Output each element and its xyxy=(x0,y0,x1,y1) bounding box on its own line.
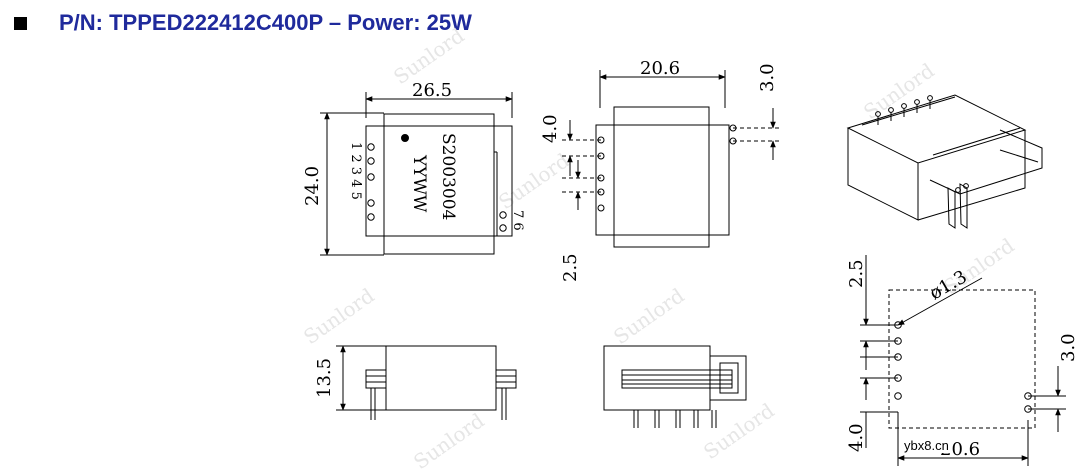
watermarks: Sunlord Sunlord Sunlord Sunlord Sunlord … xyxy=(299,23,1019,474)
side-width-label: 20.6 xyxy=(640,58,680,79)
date-code: YYWW xyxy=(409,154,429,213)
footprint-bottom-offset-label: 4.0 xyxy=(846,423,867,452)
watermark: Sunlord xyxy=(299,283,379,349)
side-view xyxy=(562,70,780,248)
footprint-pitch-label: 2.5 xyxy=(846,259,867,288)
3d-view xyxy=(846,94,1043,229)
square-bullet-icon xyxy=(14,16,27,30)
watermark: Sunlord xyxy=(699,398,779,464)
watermark: Sunlord xyxy=(409,408,489,474)
front-height-label: 13.5 xyxy=(314,358,335,398)
footprint xyxy=(860,255,1066,466)
header: P/N: TPPED222412C400P – Power: 25W xyxy=(14,6,472,40)
page-title: P/N: TPPED222412C400P – Power: 25W xyxy=(59,10,472,35)
side-right-offset-label: 3.0 xyxy=(757,63,778,92)
watermark: Sunlord xyxy=(494,148,574,214)
end-view xyxy=(603,345,747,428)
watermark: Sunlord xyxy=(609,283,689,349)
pin-numbers-right: 7 6 xyxy=(510,210,525,231)
side-pitch-label: 2.5 xyxy=(560,253,581,282)
part-marking: S2003004 xyxy=(438,133,458,220)
front-view xyxy=(336,345,517,420)
site-label: ybx8.cn xyxy=(902,438,951,453)
top-width-label: 26.5 xyxy=(412,80,452,101)
side-top-offset-label: 4.0 xyxy=(540,114,561,143)
top-view xyxy=(320,92,513,256)
pin-numbers-left: 1 2 3 4 5 xyxy=(348,142,363,200)
top-height-label: 24.0 xyxy=(302,166,323,206)
footprint-right-offset-label: 3.0 xyxy=(1058,333,1079,362)
